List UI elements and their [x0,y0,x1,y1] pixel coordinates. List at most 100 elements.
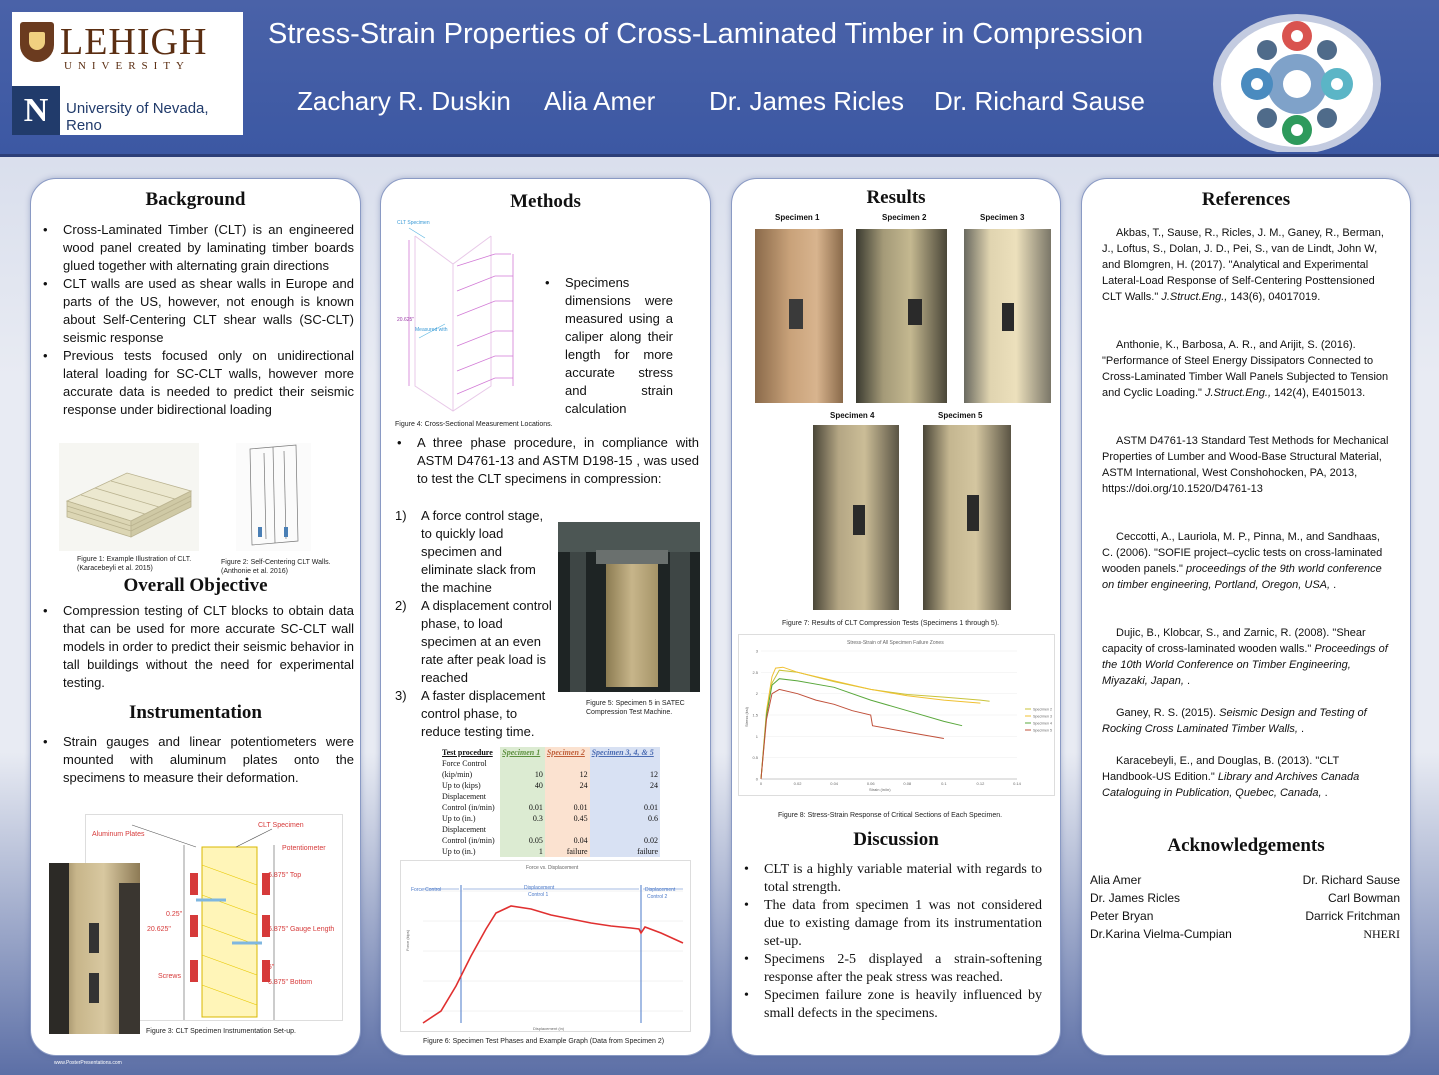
specimen-2-photo [856,229,947,403]
unr-logo-mark: N [12,86,60,135]
figure-3-specimen-photo [49,863,140,1034]
specimen-5-photo [923,425,1011,610]
chart-legend-label: Specimen 2 [1033,708,1052,712]
reference-item: Anthonie, K., Barbosa, A. R., and Arijit… [1102,339,1389,399]
unr-logo-text: University of Nevada, Reno [66,100,209,134]
list-item: 1)A force control stage, to quickly load… [395,508,544,595]
table-header: Specimen 1 [500,747,545,758]
label-top: 6.875" Top [268,872,302,879]
table-header-row: Test procedure Specimen 1 Specimen 2 Spe… [440,747,660,758]
university-logos: LEHIGH UNIVERSITY N University of Nevada… [12,12,243,135]
figure-5-caption-2: Compression Test Machine. [586,709,673,716]
specimen-4-label: Specimen 4 [830,411,875,420]
figure-6-force-displacement-graph: Force vs. Displacement Force Control Dis… [400,860,691,1032]
chart-x-tick-label: 0.08 [903,781,912,786]
chart-series-line [760,688,944,780]
specimen-4-photo [813,425,899,610]
specimen-1-label: Specimen 1 [775,213,820,222]
figure-2-sc-clt-walls [236,443,311,551]
figure-6-phase-1: Force Control [411,887,442,893]
chart-y-tick-label: 0 [756,777,759,782]
label-screws: Screws [158,973,181,980]
figure-1-source: (Karacebeyli et al. 2015) [77,565,153,572]
list-item: Cross-Laminated Timber (CLT) is an engin… [39,221,354,275]
reference-item: Ceccotti, A., Lauriola, M. P., Pinna, M.… [1102,531,1383,591]
label-height-fig4: 20.625" [397,317,415,323]
poster-title: Stress-Strain Properties of Cross-Lamina… [268,18,1144,50]
label-quarter-inch: 0.25" [166,911,183,918]
list-item: Peter Bryan [1090,909,1154,923]
figure-2-caption: Figure 2: Self-Centering CLT Walls. [221,559,331,566]
list-item: A three phase procedure, in compliance w… [393,434,699,488]
list-item: CLT is a highly variable material with r… [740,861,1042,897]
chart-ylabel: Stress (ksi) [744,707,749,727]
label-gauge-length: 6.875" Gauge Length [268,926,335,933]
list-item: Specimens dimensions were measured using… [541,274,673,418]
chart-y-tick-label: 3 [756,649,759,654]
reference-item: Karacebeyli, E., and Douglas, B. (2013).… [1102,755,1360,799]
figure-6-title: Force vs. Displacement [526,865,579,871]
chart-x-tick-label: 0.04 [830,781,839,786]
label-spacing: 1.5" [262,964,275,971]
reference-item: Akbas, T., Sause, R., Ricles, J. M., Gan… [1102,227,1384,303]
figure-4-caption: Figure 4: Cross-Sectional Measurement Lo… [395,421,553,428]
footer-site: www.PosterPresentations.com [54,1060,122,1066]
chart-series-line [760,666,981,780]
list-item: Strain gauges and linear potentiometers … [39,733,354,787]
label-bottom: 6.875" Bottom [268,979,313,986]
figure-4-cross-section-diagram: CLT Specimen Measured with 20.625" [395,216,535,416]
list-item: Dr. Richard Sause [1302,873,1400,887]
objective-bullets: Compression testing of CLT blocks to obt… [39,602,354,692]
label-measured-with: Measured with [415,327,448,333]
reference-item: Ganey, R. S. (2015). Seismic Design and … [1102,707,1367,735]
author-1: Zachary R. Duskin [297,86,511,116]
chart-x-tick-label: 0.06 [867,781,876,786]
figure-7-caption: Figure 7: Results of CLT Compression Tes… [782,620,1000,627]
list-item: Dr. James Ricles [1090,891,1181,905]
figure-8-stress-strain-chart: Stress-Strain of All Specimen Failure Zo… [738,634,1055,796]
list-item: Alia Amer [1090,873,1142,887]
references-title: References [1201,189,1291,210]
chart-x-tick-label: 0 [760,781,763,786]
figure-3-caption: Figure 3: CLT Specimen Instrumentation S… [146,1028,296,1035]
list-item: Darrick Fritchman [1305,909,1400,923]
list-item: 2)A displacement control phase, to load … [395,598,552,685]
chart-x-tick-label: 0.02 [794,781,803,786]
list-item: Specimen failure zone is heavily influen… [740,987,1042,1023]
reference-item: Dujic, B., Klobcar, S., and Zarnic, R. (… [1102,627,1388,687]
table-header: Test procedure [442,748,493,757]
poster-header: LEHIGH UNIVERSITY N University of Nevada… [0,0,1439,157]
panel-results: Results Specimen 1 Specimen 2 Specimen 3… [731,178,1061,1056]
figure-1-caption: Figure 1: Example Illustration of CLT. [77,556,192,563]
figure-5-caption: Figure 5: Specimen 5 in SATEC [586,700,685,707]
label-clt-specimen-fig4: CLT Specimen [397,220,430,226]
background-bullets: Cross-Laminated Timber (CLT) is an engin… [39,221,354,419]
instrumentation-title: Instrumentation [128,702,262,723]
reference-item: ASTM D4761-13 Standard Test Methods for … [1102,435,1389,495]
table-header: Specimen 2 [544,747,590,758]
figure-2-source: (Anthonie et al. 2016) [221,568,288,575]
lehigh-logo-text: LEHIGH [60,21,208,63]
list-item: NHERI [1363,927,1400,941]
objective-title: Overall Objective [123,575,268,596]
chart-title: Stress-Strain of All Specimen Failure Zo… [847,640,944,646]
panel-methods: Methods CLT Specimen Measured with 20 [380,178,711,1056]
label-clt-specimen: CLT Specimen [258,822,304,829]
chart-series-line [760,678,963,780]
background-title: Background [145,189,246,210]
chart-y-tick-label: 1 [756,734,759,739]
figure-6-ylabel: Force (kips) [405,929,410,951]
label-height: 20.625" [147,926,171,933]
figure-6-phase-3b: Control 2 [647,894,668,900]
author-3: Dr. James Ricles [709,86,905,116]
chart-y-tick-label: 2 [756,691,759,696]
figure-5-machine-photo [558,522,700,692]
label-aluminum-plates: Aluminum Plates [92,831,145,838]
list-item: Specimens 2-5 displayed a strain-softeni… [740,951,1042,987]
table-header: Specimen 3, 4, & 5 [589,747,660,758]
methods-title: Methods [510,191,581,212]
results-title: Results [866,187,926,208]
list-item: The data from specimen 1 was not conside… [740,897,1042,951]
